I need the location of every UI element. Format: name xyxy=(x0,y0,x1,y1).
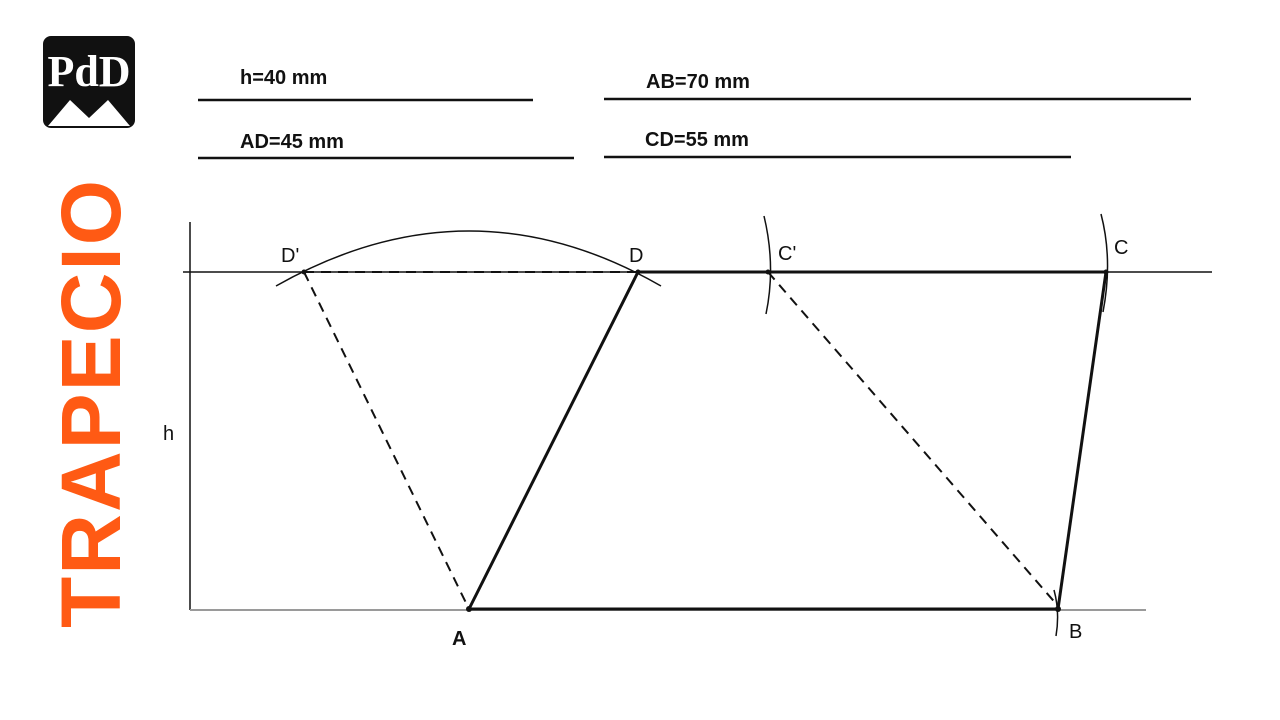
spec-ad: AD=45 mm xyxy=(240,131,344,153)
label-c: C xyxy=(1114,237,1128,259)
arc-b xyxy=(1053,589,1059,637)
dashed-c-prime-b xyxy=(767,271,1059,607)
dashed-a-d-prime xyxy=(303,271,470,610)
arc-c xyxy=(1100,213,1109,313)
side-ad xyxy=(467,271,640,610)
point-c xyxy=(1103,269,1109,275)
point-b xyxy=(1055,606,1061,612)
label-a: A xyxy=(452,628,466,650)
point-a xyxy=(466,606,472,612)
arc-ad xyxy=(275,230,662,287)
construction-geometry xyxy=(183,213,1212,637)
label-d: D xyxy=(629,245,643,267)
point-d-prime xyxy=(301,269,307,275)
logo-text: PdD xyxy=(47,47,130,96)
pd-logo-icon: PdD xyxy=(43,36,135,128)
spec-lines xyxy=(198,97,1191,160)
label-h: h xyxy=(163,423,174,445)
spec-ab: AB=70 mm xyxy=(646,71,750,93)
label-b: B xyxy=(1069,621,1082,643)
label-d-prime: D' xyxy=(281,245,299,267)
arc-c-prime xyxy=(763,215,772,315)
spec-height: h=40 mm xyxy=(240,67,327,89)
label-c-prime: C' xyxy=(778,243,796,265)
point-c-prime xyxy=(765,269,771,275)
side-bc xyxy=(1056,271,1108,610)
point-d xyxy=(635,269,641,275)
page-title: TRAPECIO xyxy=(44,178,138,628)
spec-cd: CD=55 mm xyxy=(645,129,749,151)
